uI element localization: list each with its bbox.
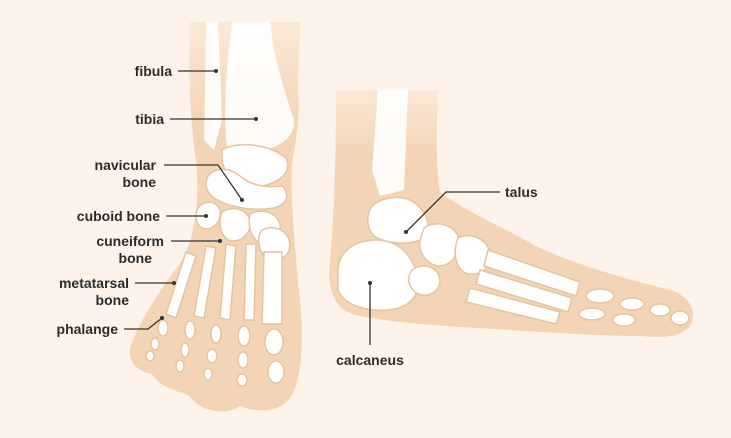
side-phalanges [578, 288, 690, 327]
side-navicular-bone [418, 223, 460, 267]
front-navicular-bone [205, 168, 288, 210]
label-metatarsal-line2: bone [96, 292, 130, 308]
talus-leader [405, 191, 500, 233]
label-calcaneus: calcaneus [336, 352, 404, 368]
metatarsal-4 [193, 245, 217, 319]
metatarsal-5 [165, 251, 197, 319]
label-cuneiform-line2: bone [119, 250, 153, 266]
front-cuboid-bone [195, 201, 221, 230]
label-metatarsal-line1: metatarsal [59, 275, 129, 291]
label-navicular-line2: bone [123, 174, 157, 190]
side-cuneiform-bone [454, 234, 491, 275]
label-fibula: fibula [135, 63, 173, 79]
navicular-leader [164, 164, 243, 201]
foot-side-view-icon [329, 90, 694, 337]
side-metatarsals [465, 249, 581, 325]
front-metatarsals [165, 243, 283, 325]
metatarsal-2 [243, 243, 257, 321]
front-phalanges [145, 319, 285, 387]
side-tibia-bone [372, 90, 408, 196]
leader-lines [124, 70, 500, 345]
label-phalange: phalange [57, 321, 119, 337]
label-cuboid: cuboid bone [77, 208, 160, 224]
fibula-bone [204, 22, 222, 150]
label-cuneiform-line1: cuneiform [96, 233, 164, 249]
leader-dots [160, 69, 408, 320]
metatarsal-1 [261, 251, 283, 325]
label-tibia: tibia [135, 111, 164, 127]
metatarsal-3 [219, 243, 237, 321]
front-cuneiform-1 [219, 207, 251, 242]
label-talus: talus [505, 184, 538, 200]
phalange-leader [124, 317, 163, 330]
side-cuboid-bone [407, 265, 441, 296]
label-navicular-line1: navicular [95, 157, 157, 173]
foot-front-view-icon [129, 22, 302, 412]
